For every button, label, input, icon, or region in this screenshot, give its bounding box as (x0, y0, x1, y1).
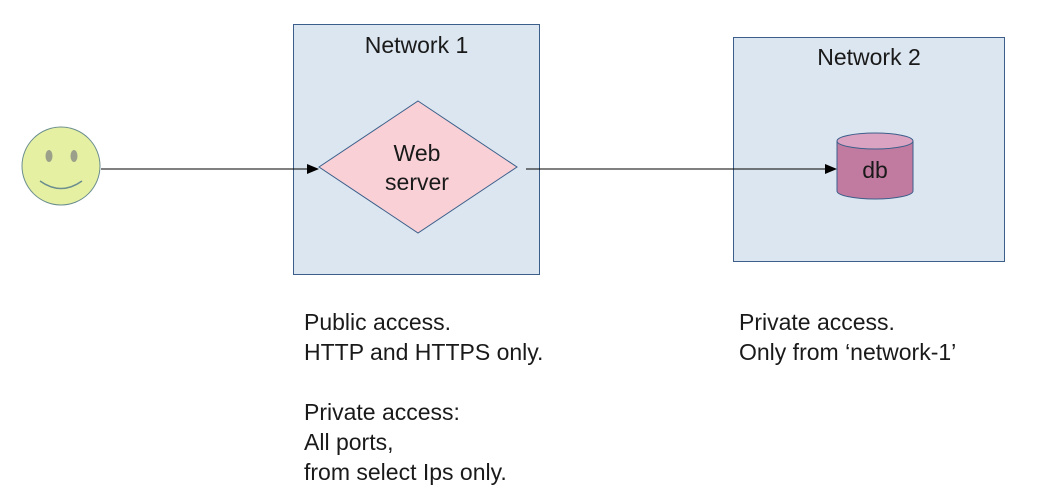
network-2-access-notes: Private access. Only from ‘network-1’ (739, 307, 956, 367)
network-1-title: Network 1 (364, 32, 469, 58)
network-1-access-notes: Public access. HTTP and HTTPS only. Priv… (304, 307, 543, 487)
network-1-note-line: All ports, (304, 429, 394, 455)
database-label: db (862, 157, 888, 183)
network-2-title: Network 2 (817, 44, 921, 70)
database-cylinder-top (836, 132, 914, 150)
webserver-label-line1: Web (394, 140, 441, 166)
webserver-diamond-shape (318, 100, 518, 234)
network-2-note-line: Only from ‘network-1’ (739, 339, 957, 365)
database-cylinder-body (836, 141, 914, 200)
smiley-face-icon (21, 126, 101, 206)
network-2-note-line: Private access. (739, 309, 895, 335)
network-1-note-line (304, 367, 543, 397)
webserver-label-line2: server (385, 169, 449, 195)
network-1-note-line: from select Ips only. (304, 459, 507, 485)
network-1-note-line: Private access: (304, 399, 460, 425)
webserver-node: Web server (318, 100, 518, 234)
network-1-note-line: Public access. (304, 309, 452, 335)
database-node: db (836, 132, 914, 200)
network-1-note-line: HTTP and HTTPS only. (304, 339, 544, 365)
